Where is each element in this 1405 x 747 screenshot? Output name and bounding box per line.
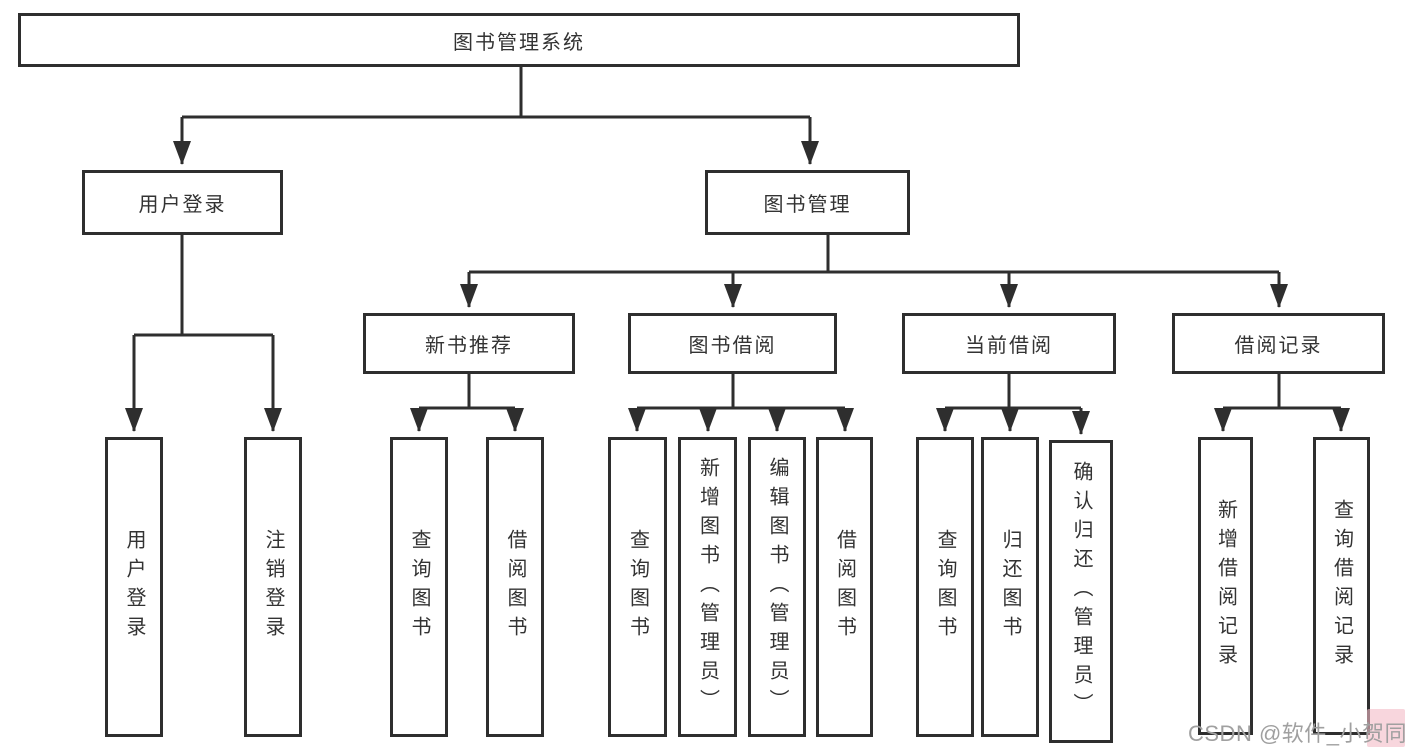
leaf-add-borrow-record: 新增借阅记录 bbox=[1198, 437, 1253, 735]
node-book-management-module: 图书管理 bbox=[705, 170, 910, 235]
leaf-return-books: 归还图书 bbox=[981, 437, 1039, 737]
leaf-borrow-books-recommend: 借阅图书 bbox=[486, 437, 544, 737]
leaf-borrow-books: 借阅图书 bbox=[816, 437, 873, 737]
leaf-edit-books-admin: 编辑图书（管理员） bbox=[748, 437, 806, 737]
node-library-management-system: 图书管理系统 bbox=[18, 13, 1020, 67]
csdn-watermark: CSDN @软件_小贺同学 bbox=[1188, 721, 1405, 746]
node-new-book-recommendation: 新书推荐 bbox=[363, 313, 575, 374]
node-current-borrowing: 当前借阅 bbox=[902, 313, 1116, 374]
leaf-user-login: 用户登录 bbox=[105, 437, 163, 737]
leaf-query-books-current: 查询图书 bbox=[916, 437, 974, 737]
leaf-query-borrow-record: 查询借阅记录 bbox=[1313, 437, 1370, 735]
leaf-confirm-return-admin: 确认归还（管理员） bbox=[1049, 440, 1113, 743]
node-book-borrowing: 图书借阅 bbox=[628, 313, 837, 374]
watermark-accent-shape bbox=[1367, 709, 1405, 747]
leaf-query-books-recommend: 查询图书 bbox=[390, 437, 448, 737]
leaf-logout: 注销登录 bbox=[244, 437, 302, 737]
leaf-add-books-admin: 新增图书（管理员） bbox=[678, 437, 737, 737]
node-borrowing-records: 借阅记录 bbox=[1172, 313, 1385, 374]
leaf-query-books-borrow: 查询图书 bbox=[608, 437, 667, 737]
node-user-login-module: 用户登录 bbox=[82, 170, 283, 235]
